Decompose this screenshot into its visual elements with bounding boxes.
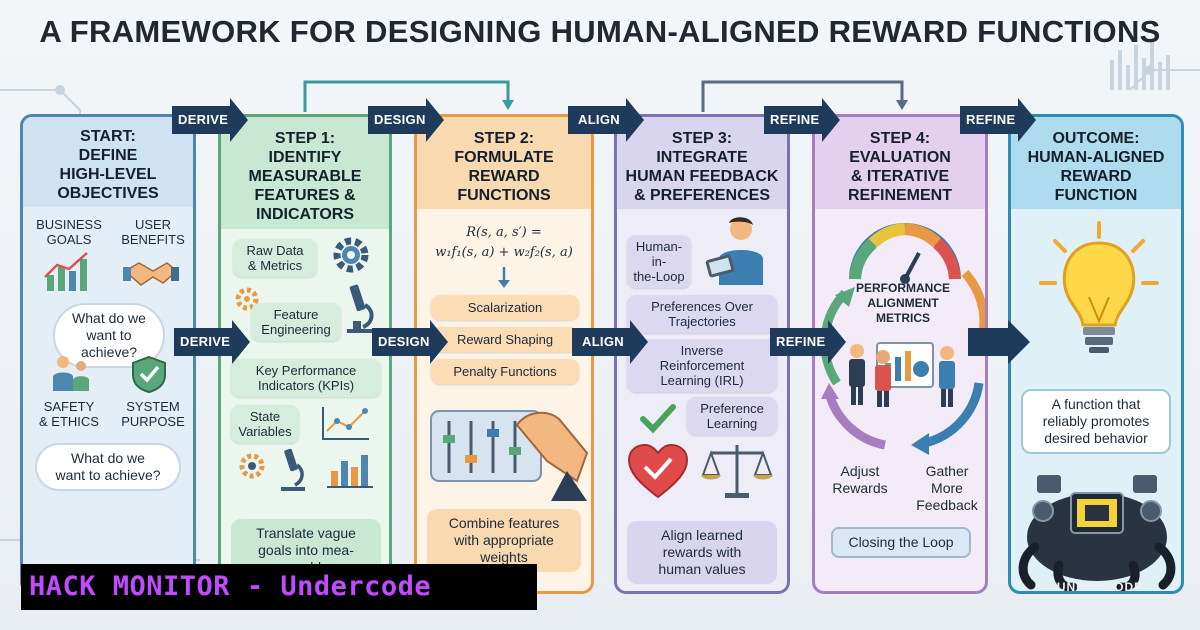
handshake-icon (123, 262, 179, 286)
arrow-align-mid: ALIGN (572, 320, 648, 364)
adjust-rewards-label: Adjust Rewards (832, 463, 888, 496)
gear-icon-small (235, 287, 259, 311)
user-benefits-label: USER BENEFITS (121, 217, 185, 247)
panel-heading: START: DEFINE HIGH-LEVEL OBJECTIVES (23, 117, 193, 207)
penalty-functions-chip: Penalty Functions (431, 359, 579, 384)
align-values-box: Align learned rewards with human values (627, 521, 777, 584)
page-title: A FRAMEWORK FOR DESIGNING HUMAN-ALIGNED … (39, 14, 1161, 49)
arrow-outcome-mid (968, 320, 1032, 364)
arrow-label: ALIGN (578, 112, 620, 127)
question-bubble-center: What do we want to achieve? (53, 303, 165, 368)
arrow-refine-mid: REFINE (770, 320, 846, 364)
arrow-label: DERIVE (180, 334, 231, 349)
business-goals-label: BUSINESS GOALS (36, 217, 102, 247)
system-purpose-label: SYSTEM PURPOSE (121, 399, 185, 429)
hack-monitor-watermark: HACK MONITOR - Undercode (21, 564, 537, 610)
scatter-plot-icon (322, 407, 369, 440)
panel-heading: STEP 3: INTEGRATE HUMAN FEEDBACK & PREFE… (617, 117, 787, 209)
robot-octopus-icon (1018, 475, 1176, 591)
gear-icon (333, 237, 369, 273)
arrow-label: REFINE (966, 112, 1016, 127)
lightbulb-icon (1039, 221, 1159, 353)
arrow-label: ALIGN (582, 334, 624, 349)
arrow-design-top: DESIGN (368, 98, 444, 142)
irl-chip: Inverse Reinforcement Learning (IRL) (627, 339, 777, 392)
growth-chart-icon (44, 252, 88, 291)
person-tablet-icon (705, 217, 763, 285)
arrow-refine-top: REFINE (764, 98, 840, 142)
arrow-label: REFINE (770, 112, 820, 127)
arrow-design-mid: DESIGN (372, 320, 448, 364)
arrow-label: DESIGN (374, 112, 426, 127)
closing-loop-box: Closing the Loop (831, 527, 971, 558)
combine-features-box: Combine features with appropriate weight… (427, 509, 581, 572)
arrow-label: DESIGN (378, 334, 430, 349)
arrow-label: REFINE (776, 334, 826, 349)
gather-feedback-label: Gather More Feedback (916, 463, 978, 513)
bar-chart-icon (327, 455, 373, 488)
scalarization-chip: Scalarization (431, 295, 579, 320)
heart-icon (627, 443, 689, 499)
performance-metrics-label: PERFORMANCE ALIGNMENT METRICS (855, 281, 950, 325)
preference-learning-chip: Preference Learning (687, 397, 777, 435)
arrow-refine-top-2: REFINE (960, 98, 1036, 142)
microscope-icon (347, 284, 375, 333)
panel-heading: STEP 2: FORMULATE REWARD FUNCTIONS (417, 117, 591, 209)
panel-heading: STEP 1: IDENTIFY MEASURABLE FEATURES & I… (221, 117, 389, 229)
preferences-chip: Preferences Over Trajectories (627, 295, 777, 333)
undercode-logo-text: UNDERCODE (1056, 580, 1144, 594)
scale-balance-icon (701, 445, 773, 498)
checkmark-icon (640, 404, 676, 434)
panel-heading: OUTCOME: HUMAN-ALIGNED REWARD FUNCTION (1011, 117, 1181, 209)
sliders-panel-icon (430, 410, 589, 501)
safety-people-icon (53, 356, 89, 391)
arrow-down-icon (498, 267, 510, 288)
feedback-loop-arrows (820, 223, 985, 455)
shield-check-icon (132, 355, 166, 394)
panel-outcome: OUTCOME: HUMAN-ALIGNED REWARD FUNCTION A… (1008, 114, 1184, 594)
gear-icon-orange (239, 453, 265, 479)
safety-ethics-label: SAFETY & ETHICS (39, 399, 99, 429)
microscope-icon-small (281, 448, 305, 491)
human-in-loop-chip: Human- in- the-Loop (627, 235, 691, 288)
panel-heading: STEP 4: EVALUATION & ITERATIVE REFINEMEN… (815, 117, 985, 209)
panel-define-objectives: START: DEFINE HIGH-LEVEL OBJECTIVES BUSI… (20, 114, 196, 594)
state-variables-chip: State Variables (231, 405, 299, 443)
arrow-derive-top: DERIVE (172, 98, 248, 142)
outcome-description-box: A function that reliably promotes desire… (1021, 389, 1171, 454)
kpi-chip: Key Performance Indicators (KPIs) (231, 359, 381, 397)
arrow-derive-mid: DERIVE (174, 320, 250, 364)
question-bubble-bottom: What do we want to achieve? (35, 443, 181, 491)
arrow-label: DERIVE (178, 112, 229, 127)
raw-data-chip: Raw Data & Metrics (233, 239, 317, 277)
reward-formula-line2: w₁f₁(s, a) + w₂f₂(s, a) (435, 245, 573, 260)
reward-shaping-chip: Reward Shaping (431, 327, 579, 352)
reward-formula-line1: R(s, a, s′) = (466, 225, 542, 240)
feature-engineering-chip: Feature Engineering (251, 303, 341, 341)
panel-identify-features: STEP 1: IDENTIFY MEASURABLE FEATURES & I… (218, 114, 392, 594)
arrow-align-top: ALIGN (568, 98, 644, 142)
